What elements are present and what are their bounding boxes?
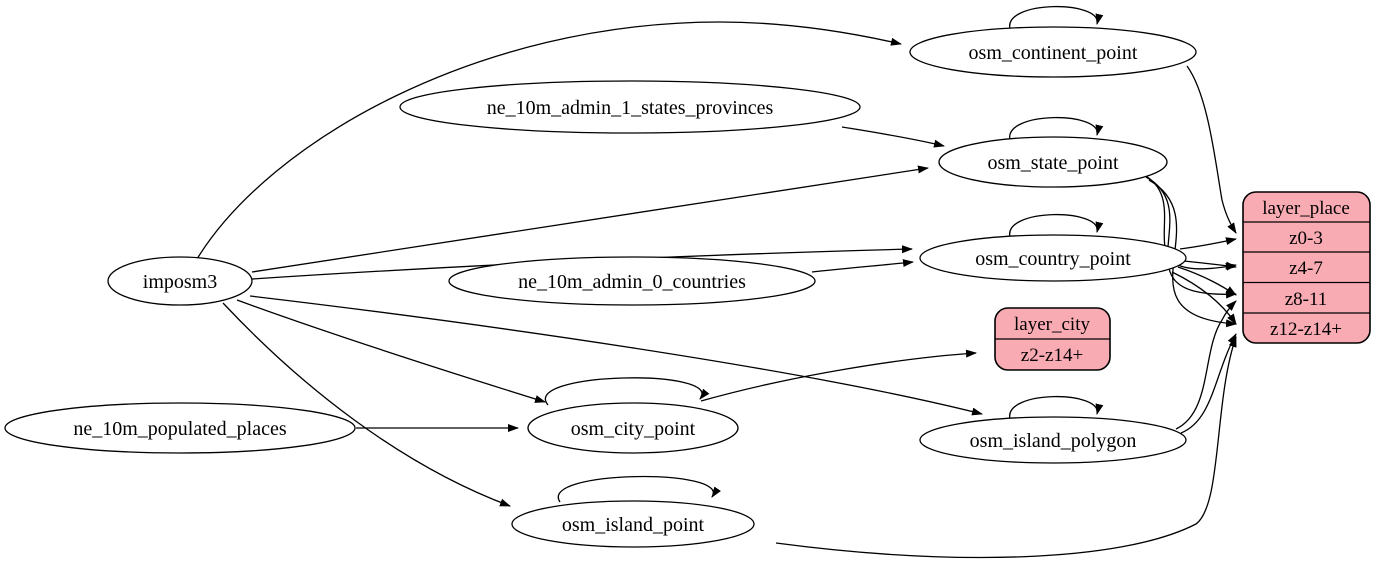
selfloop-osm_country_point	[1009, 213, 1104, 238]
edge-osm_island_point-layer_place_z12-z14	[775, 336, 1237, 559]
osm_continent_point-label: osm_continent_point	[969, 42, 1138, 64]
selfloop-osm_city_point	[544, 377, 710, 406]
imposm3-shape	[107, 256, 253, 306]
layer_place-row-z4-7: z4-7	[1289, 258, 1323, 279]
record-layer_city: layer_city z2-z14+	[994, 307, 1111, 371]
layer_place-row-z0-3: z0-3	[1289, 228, 1323, 249]
layer_place-row-z12-z14: z12-z14+	[1270, 319, 1342, 340]
osm_state_point-shape	[938, 136, 1168, 188]
edge-imposm3-osm_continent_point	[196, 21, 902, 260]
edge-osm_continent_point-layer_place_z0-3	[1186, 65, 1237, 234]
osm_island_point-label: osm_island_point	[562, 514, 705, 536]
record-layer_place: layer_place z0-3 z4-7 z8-11 z12-z14+	[1242, 191, 1371, 344]
node-osm_island_point: osm_island_point	[511, 500, 755, 548]
node-osm_country_point: osm_country_point	[919, 234, 1187, 282]
selfloop-osm_island_point	[557, 475, 721, 503]
node-osm_continent_point: osm_continent_point	[909, 26, 1197, 78]
node-imposm3: imposm3	[107, 256, 253, 306]
node-osm_city_point: osm_city_point	[527, 402, 739, 454]
ne_10m_admin_0_countries-shape	[448, 256, 816, 306]
edge-osm_country_point-layer_place_z12-z14	[1171, 271, 1237, 325]
osm_country_point-label: osm_country_point	[975, 248, 1131, 270]
layer_city-title: layer_city	[1014, 314, 1090, 335]
osm_continent_point-shape	[909, 26, 1197, 78]
selfloop-osm_continent_point	[1009, 5, 1104, 30]
node-ne_10m_populated_places: ne_10m_populated_places	[4, 402, 356, 454]
node-ne_10m_admin_1_states_provinces: ne_10m_admin_1_states_provinces	[399, 80, 861, 134]
edge-osm_country_point-layer_place_z0-3	[1179, 237, 1237, 250]
osm_state_point-label: osm_state_point	[987, 152, 1119, 174]
edge-imposm3-osm_island_polygon	[249, 295, 983, 416]
node-osm_island_polygon: osm_island_polygon	[919, 416, 1187, 464]
layer_place-box	[1242, 191, 1371, 344]
edge-osm_state_point-layer_place_z8-11	[1145, 176, 1237, 299]
edge-imposm3-osm_island_point	[222, 302, 511, 507]
ne_10m_populated_places-shape	[4, 402, 356, 454]
osm_country_point-shape	[919, 234, 1187, 282]
node-ne_10m_admin_0_countries: ne_10m_admin_0_countries	[448, 256, 816, 306]
layer_place-title: layer_place	[1262, 198, 1350, 219]
edge-ne_10m_admin_1_states_provinces-osm_state_point	[841, 126, 945, 148]
ne_10m_admin_1_states_provinces-shape	[399, 80, 861, 134]
ne_10m_admin_1_states_provinces-label: ne_10m_admin_1_states_provinces	[487, 97, 774, 119]
selfloop-osm_island_polygon	[1009, 395, 1104, 420]
ne_10m_admin_0_countries-label: ne_10m_admin_0_countries	[518, 271, 746, 293]
osm_island_polygon-label: osm_island_polygon	[970, 430, 1137, 452]
edge-osm_country_point-layer_place_z8-11	[1177, 266, 1237, 296]
imposm3-label: imposm3	[143, 271, 217, 293]
ne_10m_populated_places-label: ne_10m_populated_places	[73, 418, 286, 440]
edge-osm_island_polygon-layer_place_z12-z14	[1180, 333, 1237, 434]
edge-osm_state_point-layer_place_z4-7	[1141, 173, 1237, 271]
edge-osm_island_polygon-layer_place_z8-11	[1175, 300, 1237, 430]
edge-imposm3-osm_state_point	[251, 165, 929, 273]
layer_place-row-z8-11: z8-11	[1285, 289, 1328, 310]
osm_city_point-label: osm_city_point	[571, 418, 696, 440]
edge-ne_10m_admin_0_countries-osm_country_point	[811, 259, 914, 273]
osm_island_polygon-shape	[919, 416, 1187, 464]
node-osm_state_point: osm_state_point	[938, 136, 1168, 188]
edge-group	[196, 5, 1237, 559]
osm_city_point-shape	[527, 402, 739, 454]
selfloop-osm_state_point	[1009, 116, 1104, 141]
edge-osm_city_point-layer_city_z2-z14	[700, 349, 977, 402]
osm_island_point-shape	[511, 500, 755, 548]
layer_city-row-z2-z14: z2-z14+	[1021, 345, 1083, 366]
edge-imposm3-osm_city_point	[236, 299, 546, 403]
